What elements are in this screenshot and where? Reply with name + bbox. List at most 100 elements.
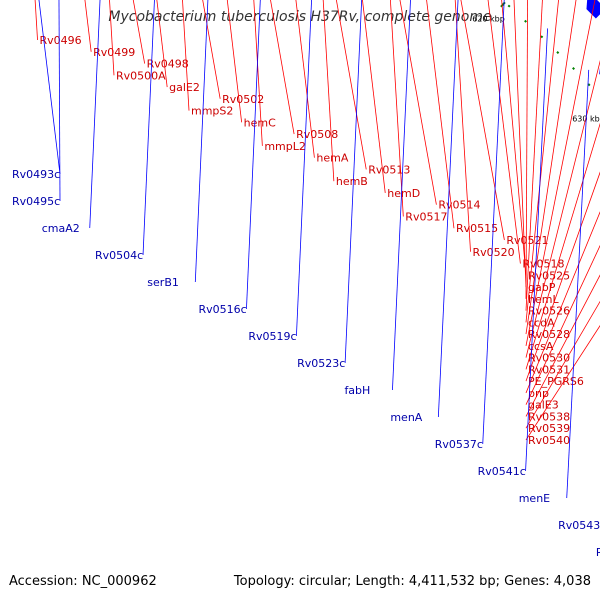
leader-line (142, 0, 155, 256)
gene-label-forward: Rv0531 (528, 363, 570, 376)
leader-line (202, 0, 221, 99)
ring-dot (507, 4, 511, 8)
leader-line (525, 59, 600, 358)
gene-label-forward: Rv0513 (368, 163, 410, 176)
gene-label-reverse: serB1 (147, 276, 179, 289)
leader-line (389, 0, 404, 217)
gene-label-reverse: Rv0519c (248, 330, 296, 343)
leader-line (501, 0, 527, 276)
gene-label-forward: galE2 (169, 81, 200, 94)
leader-line (296, 0, 312, 337)
gene-label-forward: Rv0496 (40, 34, 82, 47)
leader-line (525, 274, 600, 417)
ring-dot (587, 83, 591, 87)
feature-layer (586, 0, 600, 75)
ring-dot (524, 19, 528, 23)
leader-line (156, 0, 168, 88)
gene-label-forward: Rv0540 (528, 434, 570, 447)
gene-label-reverse: menE (519, 492, 550, 505)
leader-line (525, 122, 600, 370)
leader-line (246, 0, 261, 310)
gene-label-reverse: Rv0541c (478, 465, 526, 478)
leader-line (335, 0, 367, 170)
leader-line (89, 0, 101, 229)
leader-line (38, 0, 61, 175)
gene-label-reverse: Rv0495c (12, 195, 60, 208)
ring-dot (540, 35, 544, 39)
gene-label-forward: hemC (244, 116, 276, 129)
leader-line (344, 0, 363, 364)
gene-label-forward: PE_PGRS6 (528, 375, 584, 388)
gene-label-forward: Rv0500A (116, 69, 166, 82)
leader-line (437, 0, 459, 418)
leader-line (34, 0, 38, 41)
gene-label-forward: ccdA (528, 316, 555, 329)
gene-label-forward: mmpL2 (264, 140, 306, 153)
leader-line (270, 0, 295, 135)
leader-line (525, 211, 600, 394)
ring-dot (556, 51, 560, 54)
gene-label-forward: hemB (336, 175, 368, 188)
gene-label-reverse: Rv0537c (435, 438, 483, 451)
gene-label-forward: Rv0518 (522, 258, 564, 271)
gene-label-reverse: Rv0544c (596, 546, 600, 559)
gene-label-forward: Rv0502 (222, 93, 264, 106)
gene-label-forward: hemD (387, 187, 420, 200)
topology-text: Topology: circular; Length: 4,411,532 bp… (233, 574, 591, 589)
leader-line (322, 0, 335, 182)
backbone-ring (0, 0, 600, 143)
leader-line (362, 0, 386, 193)
leader-line (525, 0, 596, 346)
gene-label-reverse: fabH (344, 384, 370, 397)
leader-line (392, 0, 411, 391)
leader-line (525, 0, 543, 311)
leader-line (487, 0, 521, 264)
leader-line (525, 28, 548, 472)
gene-label-forward: Rv0508 (296, 128, 338, 141)
gene-label-forward: Rv0498 (147, 58, 189, 71)
leader-line (525, 324, 600, 441)
leader-line (566, 69, 590, 499)
leader-line (525, 171, 600, 382)
tick-label: 620 kbp (472, 15, 505, 24)
leader-line (454, 0, 471, 252)
accession-text: Accession: NC_000962 (9, 574, 157, 589)
ring-layer (0, 0, 600, 143)
gene-label-reverse: cmaA2 (42, 222, 80, 235)
gene-label-reverse: Rv0493c (12, 168, 60, 181)
leader-line (460, 0, 505, 241)
leader-line (482, 0, 505, 445)
leader-line (226, 0, 243, 123)
gene-label-forward: Rv0539 (528, 422, 570, 435)
leader-line (58, 0, 61, 202)
leader-line (194, 0, 209, 283)
leader-line (295, 0, 315, 158)
leader-line (525, 0, 559, 323)
gene-label-forward: Rv0517 (405, 210, 447, 223)
leader-line (525, 0, 577, 335)
gene-label-forward: Rv0499 (93, 46, 135, 59)
gene-label-forward: Rv0520 (473, 246, 515, 259)
leader-line (109, 0, 115, 76)
gene-label-forward: Rv0514 (438, 199, 480, 212)
gene-label-forward: ccsA (528, 340, 554, 353)
map-title: Mycobacterium tuberculosis H37Rv, comple… (108, 9, 492, 25)
leader-line (513, 0, 527, 288)
leader-line (399, 0, 437, 205)
gene-label-forward: Rv0528 (528, 328, 570, 341)
ring-dot (572, 67, 575, 70)
leader-line (182, 0, 190, 111)
leader-line (426, 0, 455, 229)
gene-label-reverse: Rv0523c (297, 357, 345, 370)
gene-label-reverse: Rv0543c (558, 519, 600, 532)
gene-label-reverse: Rv0504c (95, 249, 143, 262)
gene-label-reverse: Rv0516c (198, 303, 246, 316)
gene-label-reverse: menA (390, 411, 422, 424)
leader-line (525, 300, 600, 429)
gene-label-forward: Rv0525 (528, 269, 570, 282)
leader-line (525, 0, 528, 299)
label-layer: Rv0496Rv0499Rv0498Rv0500AgalE2Rv0502mmpS… (12, 0, 600, 559)
gene-label-forward: mmpS2 (191, 105, 233, 118)
gene-label-forward: Rv0515 (456, 222, 498, 235)
